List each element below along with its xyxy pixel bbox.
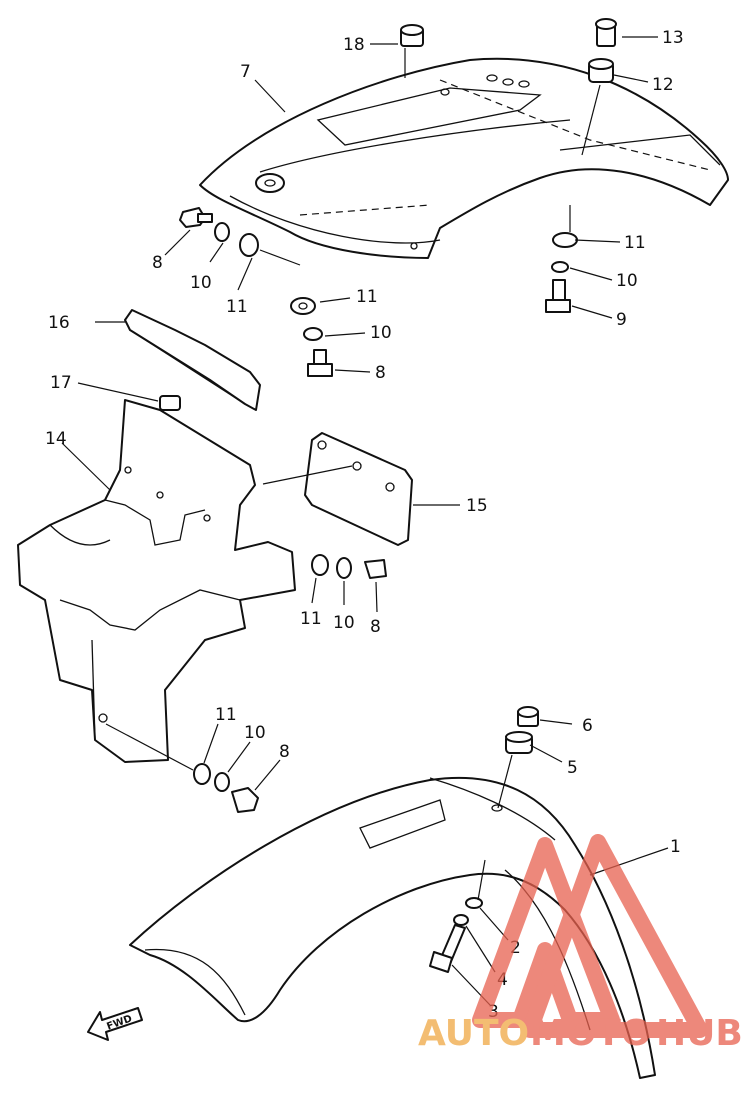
rear-fender [199, 57, 729, 259]
callout-8: 8 [370, 617, 381, 637]
callout-16: 16 [48, 313, 70, 333]
callout-11: 11 [356, 287, 378, 307]
forward-arrow-icon: FWD [87, 1007, 143, 1041]
callout-11: 11 [226, 297, 248, 317]
fwd-label: FWD [105, 1013, 133, 1032]
watermark-text-hub: HUB [656, 1013, 743, 1054]
callout-17: 17 [50, 373, 72, 393]
callout-8: 8 [375, 363, 386, 383]
callout-10: 10 [190, 273, 212, 293]
callout-10: 10 [244, 723, 266, 743]
callout-11: 11 [300, 609, 322, 629]
callout-10: 10 [370, 323, 392, 343]
callout-11: 11 [624, 233, 646, 253]
watermark-text-auto: AUTO [418, 1013, 529, 1054]
strap [124, 309, 261, 411]
callout-14: 14 [45, 429, 67, 449]
leader-lines [61, 36, 669, 1006]
front-fender [129, 776, 656, 1079]
callout-8: 8 [152, 253, 163, 273]
callout-15: 15 [466, 496, 488, 516]
watermark-logo: AUTO MOTO HUB [418, 834, 743, 1054]
plate-bracket [304, 432, 413, 546]
callout-5: 5 [567, 758, 578, 778]
callout-2: 2 [510, 938, 521, 958]
callout-7: 7 [240, 62, 251, 82]
callout-1: 1 [670, 837, 681, 857]
callout-10: 10 [333, 613, 355, 633]
callout-18: 18 [343, 35, 365, 55]
fasteners [159, 18, 617, 973]
callout-12: 12 [652, 75, 674, 95]
callout-11: 11 [215, 705, 237, 725]
watermark-text-moto: MOTO [530, 1013, 652, 1054]
callout-9: 9 [616, 310, 627, 330]
callout-8: 8 [279, 742, 290, 762]
callout-6: 6 [582, 716, 593, 736]
frame-cover [17, 399, 296, 763]
callout-10: 10 [616, 271, 638, 291]
callout-13: 13 [662, 28, 684, 48]
